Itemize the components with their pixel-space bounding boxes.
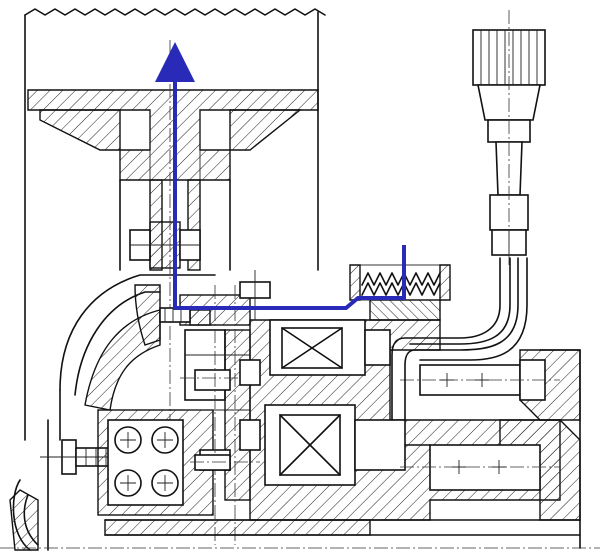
connector-cable xyxy=(391,10,546,421)
valve-internals xyxy=(159,270,271,471)
lower-solenoid-coil xyxy=(264,404,431,486)
flow-path-line xyxy=(155,42,406,310)
upper-solenoid-coil xyxy=(269,319,391,376)
right-piston xyxy=(400,359,560,491)
bearing-block xyxy=(97,409,214,516)
left-housing xyxy=(9,274,216,551)
flow-path xyxy=(155,42,406,310)
spring-chamber xyxy=(349,264,451,301)
